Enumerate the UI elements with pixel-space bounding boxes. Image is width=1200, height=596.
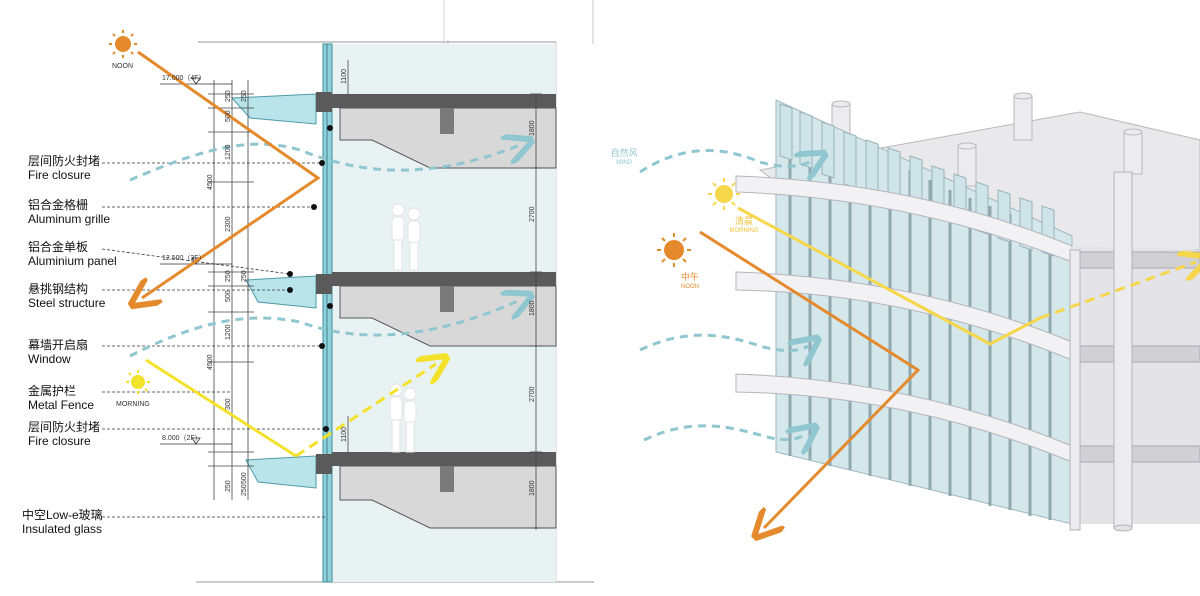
label-en: Insulated glass bbox=[22, 522, 103, 536]
label-en: Aluminum grille bbox=[28, 212, 111, 226]
label-aluminium-panel: 铝合金单板 Aluminium panel bbox=[28, 240, 117, 268]
dim-label: 2300 bbox=[225, 216, 232, 232]
label-en: Fire closure bbox=[28, 168, 91, 182]
morning-sun-icon bbox=[708, 178, 740, 210]
dim-label: 250 bbox=[241, 484, 248, 496]
label-en: Window bbox=[28, 352, 71, 366]
label-cn: 悬挑钢结构 bbox=[28, 282, 89, 296]
label-en: Steel structure bbox=[28, 296, 106, 310]
label-metal-fence: 金属护栏 Metal Fence bbox=[28, 384, 94, 412]
noon-sun-icon bbox=[109, 30, 137, 58]
curtain-wall-mullion bbox=[322, 43, 333, 583]
morning-sun-icon bbox=[126, 370, 150, 394]
label-cn: 幕墙开启扇 bbox=[28, 338, 89, 352]
dim-label: 4500 bbox=[207, 174, 214, 190]
label-en: Fire closure bbox=[28, 434, 91, 448]
label-en: Metal Fence bbox=[28, 398, 95, 412]
label-cn: 铝合金格栅 bbox=[28, 198, 89, 212]
dim-label: 1800 bbox=[529, 120, 536, 136]
dim-label: 2700 bbox=[529, 206, 536, 222]
morning-label-cn: 清晨 bbox=[735, 215, 753, 226]
level-3f: 12.500（3F） bbox=[162, 254, 206, 262]
floor-slab-2f bbox=[245, 452, 557, 529]
noon-label-en: NOON bbox=[681, 284, 699, 290]
morning-sun-ray bbox=[145, 358, 297, 458]
label-cn: 中空Low-e玻璃 bbox=[22, 508, 103, 522]
label-cn: 层间防火封堵 bbox=[28, 154, 101, 168]
dim-label: 500 bbox=[241, 472, 248, 484]
dim-label: 250 bbox=[241, 90, 248, 102]
dim-label: 500 bbox=[225, 110, 232, 122]
morning-label-en: MORNING bbox=[730, 228, 759, 234]
dim-label: 1100 bbox=[341, 69, 348, 84]
dim-label: 1200 bbox=[225, 144, 232, 160]
morning-label: MORNING bbox=[116, 401, 150, 408]
building-perspective: 自然风 WIND 清晨 MORNING 中午 NOON bbox=[610, 92, 1200, 531]
label-window: 幕墙开启扇 Window bbox=[28, 338, 88, 366]
label-fire-closure-2: 层间防火封堵 Fire closure bbox=[28, 420, 100, 448]
dim-label: 1800 bbox=[529, 300, 536, 316]
dim-label: 1100 bbox=[341, 427, 348, 442]
label-steel-structure: 悬挑钢结构 Steel structure bbox=[28, 282, 105, 310]
label-cn: 层间防火封堵 bbox=[28, 420, 101, 434]
wind-label-cn: 自然风 bbox=[610, 147, 637, 158]
dim-label: 250 bbox=[225, 480, 232, 492]
label-aluminum-grille: 铝合金格栅 Aluminum grille bbox=[28, 198, 110, 226]
floor-slab-3f bbox=[245, 272, 557, 347]
level-4f: 17.000（4F） bbox=[162, 74, 206, 82]
wind-label-en: WIND bbox=[616, 160, 633, 166]
section-drawing: NOON MORNING 17.000（4F） 12.500（3F） 8.000… bbox=[101, 0, 594, 583]
dim-label: 4500 bbox=[207, 354, 214, 370]
noon-label: NOON bbox=[112, 63, 133, 70]
dim-label: 1200 bbox=[225, 324, 232, 340]
dim-label: 300 bbox=[225, 398, 232, 410]
dim-label: 250 bbox=[225, 90, 232, 102]
noon-sun-ray bbox=[138, 50, 321, 298]
dim-label: 250 bbox=[225, 270, 232, 282]
noon-label-cn: 中午 bbox=[681, 271, 699, 282]
label-cn: 铝合金单板 bbox=[28, 240, 89, 254]
level-2f: 8.000（2F） bbox=[162, 434, 202, 442]
dim-label: 250 bbox=[241, 270, 248, 282]
dim-label: 2700 bbox=[529, 386, 536, 402]
person-silhouette-icon bbox=[389, 203, 421, 453]
dim-label: 1800 bbox=[529, 480, 536, 496]
label-insulated-glass: 中空Low-e玻璃 Insulated glass bbox=[22, 508, 103, 536]
label-fire-closure-1: 层间防火封堵 Fire closure bbox=[28, 154, 100, 182]
dim-label: 500 bbox=[225, 290, 232, 302]
label-en: Aluminium panel bbox=[28, 254, 117, 268]
noon-sun-icon bbox=[657, 233, 691, 267]
label-cn: 金属护栏 bbox=[28, 384, 77, 398]
